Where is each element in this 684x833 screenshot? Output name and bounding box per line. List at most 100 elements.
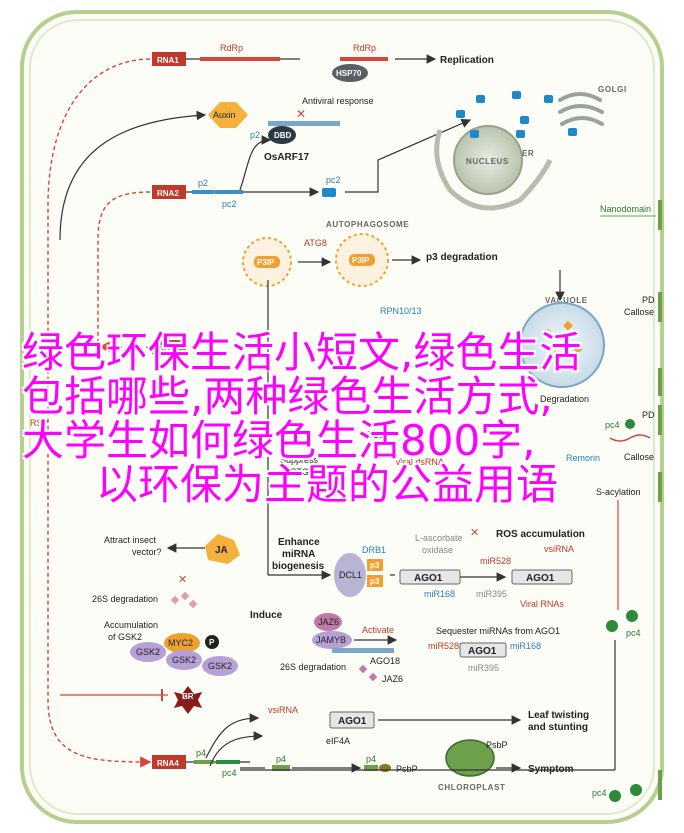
induce-label: Induce [250, 610, 283, 621]
p3-shape-2 [367, 575, 383, 587]
pc4-dot-2 [606, 620, 618, 632]
oxidase-label: oxidase [422, 545, 453, 555]
myc2-shape [164, 633, 200, 653]
rna4-label: RNA4 [157, 759, 179, 768]
dna-bar [268, 121, 340, 126]
pc4-dot-3 [626, 610, 638, 622]
mir528-label-2: miR528 [428, 641, 459, 651]
overlay-line-2: 包括哪些,两种绿色生活方式, [22, 372, 553, 421]
psbp-label-2: PsbP [486, 740, 508, 750]
atg8-label: ATG8 [304, 238, 327, 248]
chloroplast-shape [445, 739, 495, 777]
vsirna-label: vsiRNA [544, 544, 574, 554]
p4-label-3: p4 [366, 754, 376, 764]
ago1-box-3 [459, 642, 507, 658]
p2-label: p2 [250, 130, 260, 140]
jamyb-label: JAMYB [316, 635, 346, 645]
mir395-label-2: miR395 [468, 663, 499, 673]
p4-to-elf4a-arrow [209, 731, 264, 767]
dcl-label: DCL [366, 430, 384, 440]
pd-label: PD [642, 295, 655, 305]
vector-label: vector? [132, 547, 162, 557]
gsk2-x-icon: ✕ [178, 573, 187, 586]
leaf-twisting-label: Leaf twisting [528, 710, 589, 721]
p3-degradation-label: p3 degradation [426, 252, 498, 263]
gsk2-label-3: GSK2 [208, 661, 232, 671]
vacuole-label: VACUOLE [545, 296, 588, 305]
pd-bar-3 [658, 405, 662, 435]
pc4-dot-1 [625, 419, 635, 429]
overlay-line-1: 绿色环保生活小短文,绿色生活 [22, 328, 582, 377]
gsk2-shape-3 [202, 656, 238, 676]
attract-label: Attract insect [104, 535, 157, 545]
p3-label-1: p3 [370, 561, 380, 570]
myc2-label: MYC2 [168, 638, 193, 648]
pc4-dot-4 [609, 790, 621, 802]
mirna-label: miRNA [282, 549, 315, 560]
pc4-label-1: pc4 [605, 420, 620, 430]
nucleus-shape [453, 125, 523, 195]
degraded-fragments-2 [358, 664, 378, 682]
replication-label: Replication [440, 55, 494, 66]
pc2b-label: pc2 [326, 175, 341, 185]
rna2-pc2-label: pc2 [222, 199, 237, 209]
psbp-label-1: PsbP [396, 764, 418, 774]
biogenesis-label: biogenesis [272, 561, 325, 572]
hsp70-shape [332, 64, 368, 82]
callose-label: Callose [624, 307, 654, 317]
ago1-box-4 [329, 711, 375, 729]
pc2-shape [322, 188, 336, 197]
pd-label-2: PD [642, 410, 655, 420]
phospho-dot [205, 635, 219, 649]
cell-membrane [29, 19, 655, 815]
auxin-arrow [59, 110, 207, 241]
acylation-label: S-acylation [596, 487, 641, 497]
ago1-label-1: AGO1 [414, 573, 443, 584]
rna1-to-rna4-dashed [47, 58, 152, 768]
remorin-label: Remorin [566, 453, 600, 463]
mir168-label: miR168 [424, 589, 455, 599]
26s-degradation-label-2: 26S degradation [280, 662, 346, 672]
vacuole-shape [519, 302, 605, 388]
ros-label: ROS accumulation [496, 529, 585, 540]
rdrp2-label: RdRp [353, 43, 376, 53]
inhibit-x-icon: ✕ [296, 107, 306, 121]
osarf17-label: OsARF17 [264, 152, 309, 163]
viral-rnas-label: Viral RNAs [520, 599, 564, 609]
pc4-label-4: pc4 [592, 788, 607, 798]
antiviral-label: Antiviral response [302, 96, 374, 106]
rna4-box: RNA4 [152, 755, 186, 769]
mir528-label: miR528 [480, 556, 511, 566]
ago18-gene-bar [332, 648, 394, 653]
rna1-box: RNA1 [152, 52, 186, 66]
p4-shape-2 [364, 765, 378, 771]
pd-bar-4 [658, 472, 662, 502]
p4-label-1: p4 [196, 748, 206, 758]
auxin-hex [208, 102, 248, 128]
pc4-label-3: pc4 [222, 768, 237, 778]
jaz6-label: JAZ6 [318, 617, 339, 627]
pc4-bar [216, 760, 240, 764]
accumulation-label: Accumulation [104, 620, 158, 630]
pd-bar-2 [658, 368, 662, 396]
viral-dsrna-label: Viral dsRNA [395, 457, 444, 467]
vacuole-content [543, 320, 583, 361]
golgi-label: GOLGI [598, 85, 627, 94]
enhance-label: Enhance [278, 537, 320, 548]
pc4-dot-5 [630, 784, 642, 796]
callose-label-2: Callose [624, 452, 654, 462]
dcl1-label: DCL1 [339, 570, 362, 580]
er-label: ER [522, 149, 534, 158]
chloroplast-label: CHLOROPLAST [438, 783, 506, 792]
to-vsirna-arrow [205, 713, 260, 759]
br-label: BR [182, 692, 194, 701]
rna2-box: RNA2 [152, 185, 186, 199]
mir395-label: miR395 [476, 589, 507, 599]
p3ip-label-2: P3IP [352, 256, 370, 265]
lascorbate-label: L-ascorbate [415, 533, 463, 543]
overlay-line-4: 以环保为主题的公益用语 [96, 460, 559, 509]
jaz6-label-2: JAZ6 [382, 674, 403, 684]
drb1-label: DRB1 [362, 545, 386, 555]
pc2-particles [456, 91, 577, 138]
